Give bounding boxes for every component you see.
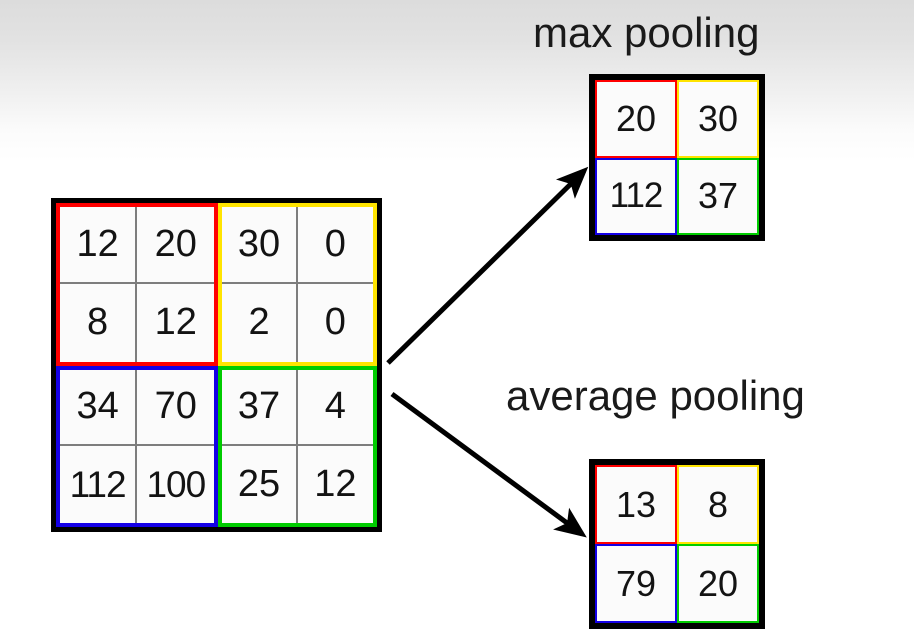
max-pooling-output-inner: 20 30 112 37 (595, 80, 759, 235)
input-matrix: 12 20 8 12 30 0 2 0 34 70 112 100 37 4 2… (51, 198, 382, 532)
input-cell-r1c3: 0 (297, 284, 373, 362)
average-pooling-output-matrix: 13 8 79 20 (589, 459, 765, 629)
input-cell-r0c3: 0 (297, 207, 373, 285)
max-output-cell-r0c0: 20 (595, 80, 677, 158)
arrow-to-max-pooling (386, 166, 589, 365)
max-pooling-title: max pooling (533, 9, 760, 56)
input-cell-r1c0: 8 (60, 284, 138, 362)
avg-output-cell-r1c0: 79 (595, 544, 677, 623)
input-cell-r2c1: 70 (137, 369, 215, 447)
average-pooling-title: average pooling (506, 372, 805, 419)
input-quadrant-top-right: 30 0 2 0 (218, 203, 377, 366)
input-cell-r0c0: 12 (60, 207, 138, 285)
input-cell-r3c1: 100 (137, 446, 215, 523)
input-quadrant-bottom-right: 37 4 25 12 (218, 365, 377, 527)
input-quadrant-top-left: 12 20 8 12 (56, 203, 219, 366)
input-cell-r3c2: 25 (222, 446, 298, 523)
input-matrix-inner: 12 20 8 12 30 0 2 0 34 70 112 100 37 4 2… (56, 203, 377, 527)
avg-output-cell-r0c1: 8 (677, 465, 759, 544)
average-pooling-output-inner: 13 8 79 20 (595, 465, 759, 623)
input-cell-r3c0: 112 (60, 446, 138, 523)
max-pooling-output-matrix: 20 30 112 37 (589, 74, 765, 241)
avg-output-cell-r1c1: 20 (677, 544, 759, 623)
max-output-cell-r0c1: 30 (677, 80, 759, 158)
input-quadrant-bottom-left: 34 70 112 100 (56, 365, 219, 527)
max-output-cell-r1c1: 37 (677, 157, 759, 235)
input-cell-r3c3: 12 (297, 446, 373, 523)
input-cell-r1c1: 12 (137, 284, 215, 362)
input-cell-r2c3: 4 (297, 369, 373, 447)
avg-output-cell-r0c0: 13 (595, 465, 677, 544)
input-cell-r2c0: 34 (60, 369, 138, 447)
input-cell-r0c1: 20 (137, 207, 215, 285)
max-output-cell-r1c0: 112 (595, 157, 677, 235)
input-cell-r1c2: 2 (222, 284, 298, 362)
input-cell-r2c2: 37 (222, 369, 298, 447)
input-cell-r0c2: 30 (222, 207, 298, 285)
